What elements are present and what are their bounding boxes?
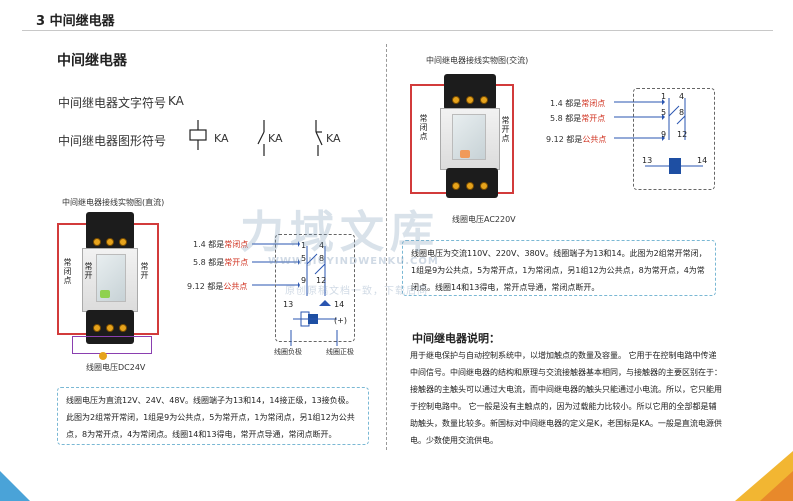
ac-pin-line-1: 1.4 都是常闭点 (550, 99, 606, 108)
text-symbol-value: KA (168, 94, 184, 108)
dc-coil-negative: 线圈负极 (274, 348, 302, 356)
screw-icon (93, 238, 101, 246)
dc-schematic-box (275, 234, 355, 342)
text-symbol-label: 中间继电器文字符号 (58, 96, 167, 110)
watermark-brand: 力域文库 (240, 207, 440, 258)
ac-pin-line-3: 9.12 都是公共点 (546, 135, 607, 144)
dc-coil-leads (290, 330, 338, 346)
normally-open-contact-icon (257, 120, 265, 156)
ac-terminal-4: 4 (679, 92, 685, 101)
dc-pin-line-3: 9.12 都是公共点 (187, 282, 248, 291)
relay-title: 中间继电器 (57, 53, 127, 69)
dc-terminal-14: 14 (334, 300, 345, 309)
screw-icon (480, 96, 488, 104)
dc-coil-wire (72, 336, 152, 354)
ac-label-open: 常开点 (501, 116, 510, 143)
ac-relay-socket-top (444, 74, 496, 110)
symbol-label-nc: KA (326, 132, 341, 145)
dc-note-box: 线圈电压为直流12V、24V、48V。线圈端子为13和14，14接正级，13接负… (57, 387, 369, 445)
screw-icon (466, 96, 474, 104)
watermark-url: WWW.JIUYINDWENKU.COM (268, 256, 439, 267)
symbol-label-no: KA (268, 132, 283, 145)
dc-terminal-9: 9 (301, 276, 307, 285)
symbol-label-coil: KA (214, 132, 229, 145)
dc-pin-line-2: 5.8 都是常开点 (193, 258, 249, 267)
screw-icon (106, 238, 114, 246)
coil-power-icon (99, 352, 107, 360)
ac-terminal-1: 1 (661, 92, 667, 101)
dc-plus-sign: (+) (334, 316, 347, 325)
dc-terminal-4: 4 (319, 241, 325, 250)
screw-icon (119, 324, 127, 332)
ac-terminal-13: 13 (642, 156, 653, 165)
ac-terminal-8: 8 (679, 108, 685, 117)
screw-icon (119, 238, 127, 246)
header-divider (22, 30, 773, 31)
explanation-title: 中间继电器说明： (412, 332, 500, 345)
screw-icon (466, 182, 474, 190)
ac-coil-voltage: 线圈电压AC220V (452, 215, 516, 224)
screw-icon (480, 182, 488, 190)
dc-terminal-13: 13 (283, 300, 294, 309)
normally-closed-contact-icon (315, 120, 323, 156)
screw-icon (93, 324, 101, 332)
corner-decoration-icon (0, 471, 30, 501)
dc-terminal-5: 5 (301, 254, 307, 263)
ac-terminal-9: 9 (661, 130, 667, 139)
status-led-icon (460, 150, 470, 158)
dc-coil-positive: 线圈正极 (326, 348, 354, 356)
ac-terminal-14: 14 (697, 156, 708, 165)
status-led-icon (100, 290, 110, 298)
dc-pin-line-1: 1.4 都是常闭点 (193, 240, 249, 249)
ac-terminal-12: 12 (677, 130, 688, 139)
explanation-body: 用于继电保护与自动控制系统中，以增加触点的数量及容量。 它用于在控制电路中传递中… (410, 351, 722, 445)
dc-photo-title: 中间继电器接线实物图(直流) (62, 198, 165, 207)
column-divider (386, 44, 387, 450)
watermark-line: 原创原稿文档一致，下载后同 (285, 286, 428, 297)
ac-pin-arrows (614, 99, 665, 141)
ac-photo-title: 中间继电器接线实物图(交流) (426, 56, 529, 65)
dc-terminal-12: 12 (316, 276, 327, 285)
ac-note-box: 线圈电压为交流110V、220V、380V。线圈端子为13和14。此图为2组常开… (402, 240, 716, 296)
ac-label-closed: 常闭点 (419, 114, 428, 141)
ac-schematic-box (633, 88, 715, 190)
screw-icon (452, 182, 460, 190)
section-title: 3 中间继电器 (36, 14, 115, 29)
dc-label-open-right: 常开 (140, 262, 149, 280)
dc-terminal-1: 1 (301, 241, 307, 250)
coil-symbol-icon (189, 120, 207, 150)
ac-schematic (645, 98, 703, 174)
screw-icon (106, 324, 114, 332)
corner-decoration-icon (735, 451, 793, 501)
screw-icon (452, 96, 460, 104)
ac-terminal-5: 5 (661, 108, 667, 117)
dc-label-closed: 常闭点 (63, 258, 72, 285)
dc-schematic (293, 246, 337, 327)
dc-label-open: 常开 (84, 262, 93, 280)
graphic-symbol-label: 中间继电器图形符号 (58, 134, 167, 148)
dc-coil-voltage: 线圈电压DC24V (86, 363, 146, 372)
ac-pin-line-2: 5.8 都是常开点 (550, 114, 606, 123)
dc-terminal-8: 8 (319, 254, 325, 263)
graphic-symbols (189, 120, 323, 156)
